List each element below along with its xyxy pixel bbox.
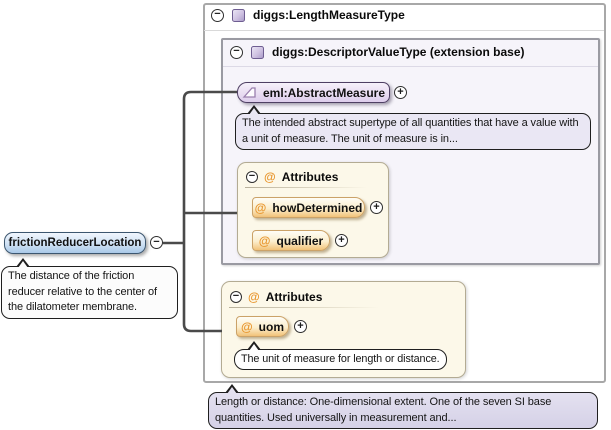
collapse-icon[interactable]: − [230, 291, 242, 303]
expand-icon[interactable]: + [394, 86, 407, 99]
attributes-header-label: Attributes [281, 170, 339, 184]
abstract-element-icon [242, 87, 256, 98]
element-label: frictionReducerLocation [8, 237, 142, 249]
attribute-icon: @ [254, 200, 267, 215]
expand-icon[interactable]: + [370, 201, 383, 214]
annotation-length-measure: Length or distance: One-dimensional exte… [208, 383, 598, 430]
attribute-uom[interactable]: @ uom [236, 316, 289, 337]
element-friction-reducer-location[interactable]: frictionReducerLocation [4, 232, 146, 254]
collapse-icon[interactable]: − [246, 171, 258, 183]
attributes-header: − @ Attributes [230, 290, 322, 304]
attribute-label: uom [258, 319, 285, 334]
element-eml-abstract-measure[interactable]: eml:AbstractMeasure [237, 82, 390, 103]
attributes-separator [229, 307, 379, 308]
annotation-uom: The unit of measure for length or distan… [234, 340, 447, 371]
attribute-qualifier[interactable]: @ qualifier [252, 230, 330, 251]
annotation-friction-reducer: The distance of the friction reducer rel… [1, 258, 178, 319]
attribute-icon: @ [264, 170, 276, 184]
collapse-icon[interactable]: − [211, 8, 224, 22]
expand-icon[interactable]: + [294, 320, 307, 333]
attribute-label: qualifier [276, 233, 324, 248]
attributes-header-label: Attributes [265, 290, 323, 304]
attributes-separator [245, 187, 367, 188]
attribute-icon: @ [240, 319, 253, 334]
complex-type-icon [251, 45, 264, 59]
expand-icon[interactable]: + [335, 234, 348, 247]
attribute-label: howDetermined [272, 200, 363, 215]
length-measure-type-title-row: − diggs:LengthMeasureType [211, 8, 405, 22]
annotation-abstract-measure: The intended abstract supertype of all q… [235, 104, 591, 151]
attribute-icon: @ [258, 233, 271, 248]
attribute-icon: @ [248, 290, 260, 304]
collapse-icon[interactable]: − [150, 236, 163, 249]
collapse-icon[interactable]: − [230, 45, 243, 59]
complex-type-icon [232, 8, 245, 22]
extension-base-title: diggs:DescriptorValueType (extension bas… [272, 45, 525, 59]
title-separator [223, 66, 598, 67]
attributes-header: − @ Attributes [246, 170, 338, 184]
descriptor-value-type-title-row: − diggs:DescriptorValueType (extension b… [230, 45, 525, 59]
element-label: eml:AbstractMeasure [262, 85, 386, 100]
type-title: diggs:LengthMeasureType [253, 8, 405, 22]
title-separator [204, 30, 604, 31]
attribute-how-determined[interactable]: @ howDetermined [252, 197, 365, 218]
